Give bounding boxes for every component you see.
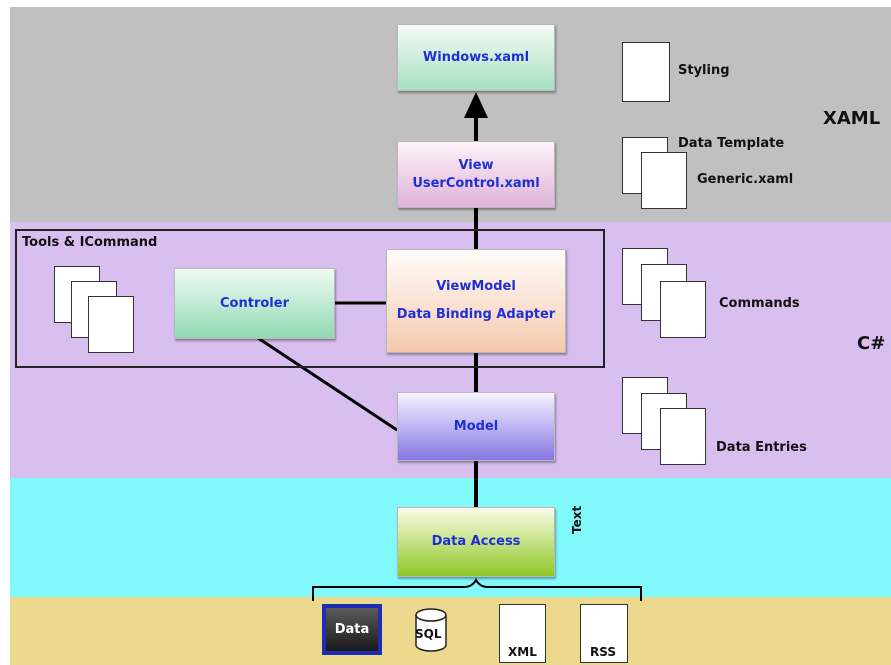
data-access-box: Data Access (397, 507, 555, 577)
tools-icommand-frame (15, 229, 605, 368)
commands-label: Commands (719, 296, 800, 311)
xaml-layer-label: XAML (823, 108, 881, 129)
data-source-icon: Data (322, 604, 382, 655)
text-label: Text (570, 505, 584, 534)
usercontrol-label: UserControl.xaml (412, 175, 540, 191)
model-label: Model (453, 418, 499, 434)
commands-document-icon-3 (660, 281, 706, 338)
view-usercontrol-box: View UserControl.xaml (397, 141, 555, 208)
view-label: View (458, 157, 494, 173)
rss-label: RSS (590, 645, 616, 659)
model-box: Model (397, 392, 555, 461)
data-sources-layer-band (10, 597, 891, 665)
generic-xaml-label: Generic.xaml (697, 172, 794, 187)
tools-document-icon-3 (88, 296, 134, 353)
windows-xaml-label: Windows.xaml (422, 49, 530, 65)
xml-label: XML (508, 645, 537, 659)
viewmodel-box: ViewModel Data Binding Adapter (386, 249, 566, 353)
rss-document-icon (580, 604, 628, 663)
csharp-layer-label: C# (857, 333, 886, 354)
data-template-label: Data Template (678, 136, 785, 151)
generic-xaml-document-icon (641, 152, 687, 209)
windows-xaml-box: Windows.xaml (397, 24, 555, 91)
data-binding-adapter-label: Data Binding Adapter (396, 307, 556, 322)
controller-label: Controler (220, 295, 289, 311)
viewmodel-label: ViewModel (436, 279, 516, 294)
tools-icommand-label: Tools & ICommand (22, 235, 158, 250)
data-entries-document-icon-3 (660, 408, 706, 465)
styling-document-icon (622, 42, 670, 102)
arrowhead-up (464, 92, 488, 118)
data-sources-brace (312, 577, 642, 601)
xml-document-icon (499, 604, 546, 663)
sql-database-icon (415, 608, 447, 652)
data-entries-label: Data Entries (716, 440, 807, 455)
sql-label: SQL (415, 627, 442, 641)
connector-controller-to-model (257, 336, 398, 432)
data-access-label: Data Access (431, 534, 521, 549)
data-source-label: Data (326, 608, 378, 651)
styling-label: Styling (678, 63, 730, 78)
controller-box: Controler (174, 268, 335, 339)
